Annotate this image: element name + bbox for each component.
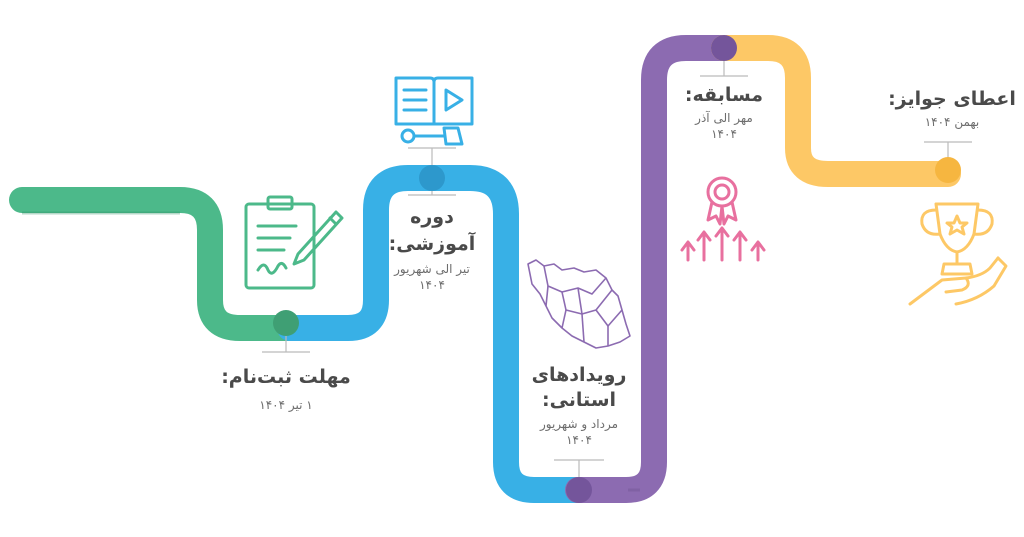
milestone-registration: مهلت ثبت‌نام: ۱ تیر ۱۴۰۴ (216, 366, 356, 413)
path-segment-green (9, 187, 303, 341)
milestone-title-line2: آموزشی: (388, 233, 476, 255)
iran-map-icon (527, 259, 631, 349)
milestone-awards: اعطای جوایز: بهمن ۱۴۰۴ (884, 88, 1020, 130)
marker-awards (924, 141, 972, 183)
path-segment-yellow (711, 35, 961, 187)
marker-registration (262, 310, 310, 353)
milestone-competition: مسابقه: مهر الی آذر ۱۴۰۴ (670, 84, 778, 142)
marker-training (408, 147, 456, 196)
milestone-title: مهلت ثبت‌نام: (221, 366, 351, 388)
milestone-date-line2: ۱۴۰۴ (419, 278, 445, 292)
milestone-title-line1: دوره (410, 206, 454, 228)
trophy-hand-icon (908, 202, 1008, 306)
milestone-date-line1: مرداد و شهریور (539, 417, 619, 431)
milestone-provincial: رویدادهای استانی: مرداد و شهریور ۱۴۰۴ (514, 364, 644, 448)
path-segment-purple (565, 35, 737, 503)
marker-provincial (554, 459, 604, 503)
milestone-date: ۱ تیر ۱۴۰۴ (259, 398, 313, 412)
milestone-date-line2: ۱۴۰۴ (711, 127, 737, 141)
milestone-title: اعطای جوایز: (888, 88, 1016, 110)
milestone-date-line1: تیر الی شهریور (394, 262, 470, 276)
online-course-book-icon (394, 76, 474, 146)
milestone-training: دوره آموزشی: تیر الی شهریور ۱۴۰۴ (372, 206, 492, 293)
clipboard-signature-icon (244, 195, 344, 290)
award-growth-icon (680, 176, 766, 262)
milestone-title-line1: رویدادهای (531, 364, 627, 386)
milestone-title: مسابقه: (684, 84, 764, 106)
path-segment-blue (277, 165, 591, 503)
milestone-date: بهمن ۱۴۰۴ (924, 115, 980, 129)
milestone-title-line2: استانی: (541, 389, 617, 411)
milestone-date-line1: مهر الی آذر (695, 111, 753, 125)
marker-competition (700, 35, 748, 77)
milestone-date-line2: ۱۴۰۴ (566, 433, 592, 447)
